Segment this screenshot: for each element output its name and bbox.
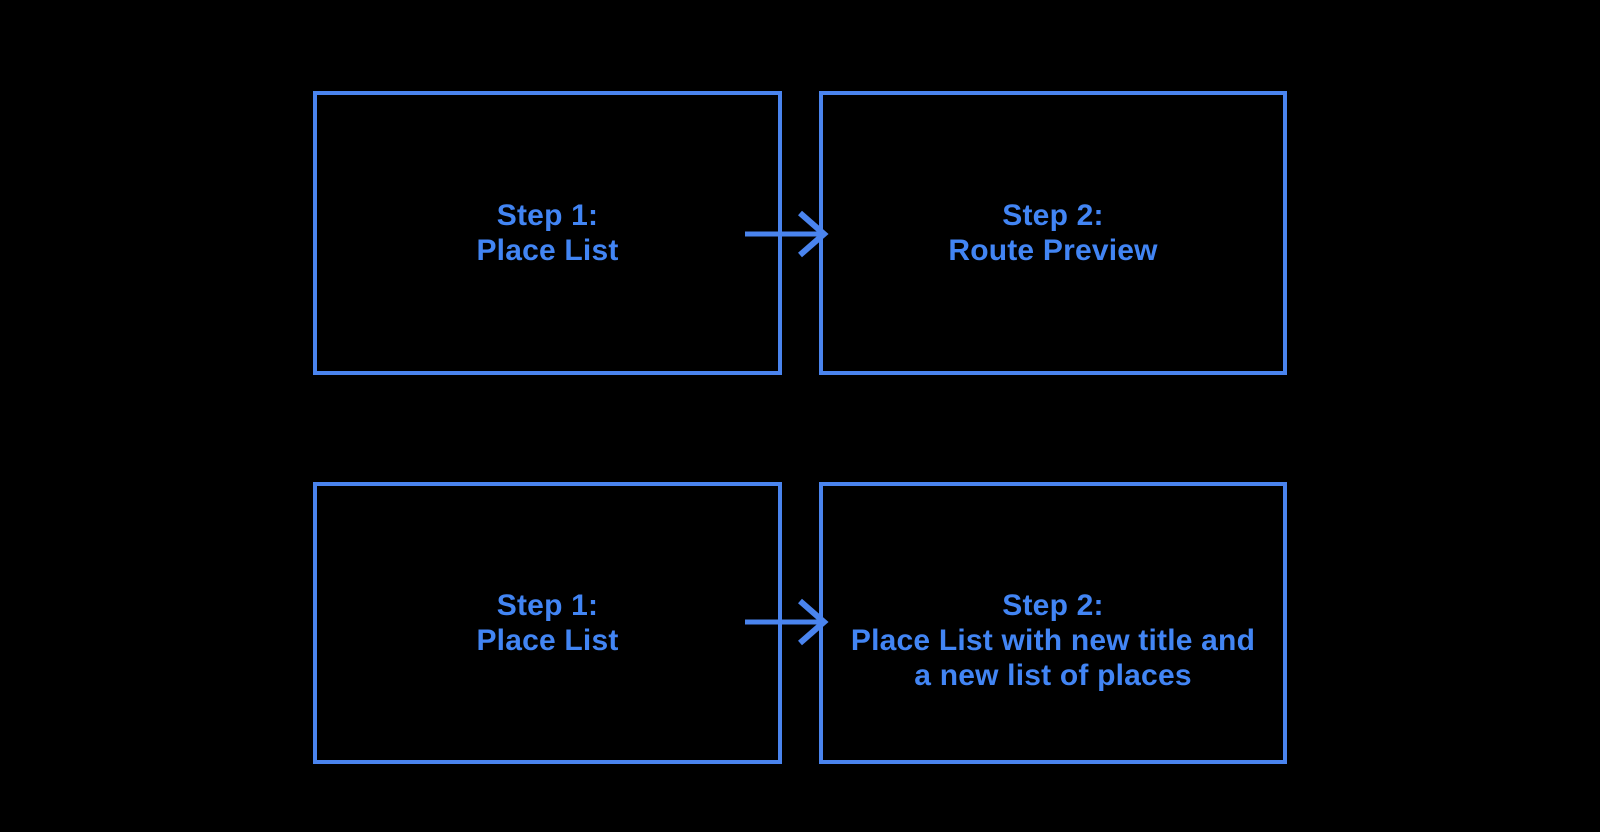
box-label-line: Place List bbox=[476, 234, 619, 267]
flow-arrow-row2 bbox=[740, 597, 840, 647]
box-label: Step 1: Place List bbox=[317, 198, 778, 268]
box-label: Step 2: Place List with new title and a … bbox=[823, 588, 1283, 693]
arrow-right-icon bbox=[745, 210, 829, 258]
box-label-line: Step 1: bbox=[496, 199, 599, 232]
box-label-line: Step 2: bbox=[1002, 199, 1104, 232]
box-label-line: a new list of places bbox=[914, 658, 1192, 692]
box-label-line: Step 1: bbox=[496, 589, 599, 622]
box-label-line: Route Preview bbox=[948, 234, 1158, 267]
box-step2-place-list-new-title: Step 2: Place List with new title and a … bbox=[819, 482, 1287, 764]
box-step2-route-preview: Step 2: Route Preview bbox=[819, 91, 1287, 375]
box-label-line: Place List with new title and bbox=[850, 623, 1256, 657]
box-label-line: Place List bbox=[476, 624, 619, 657]
flow-arrow-row1 bbox=[740, 209, 840, 259]
arrow-right-icon bbox=[745, 598, 829, 646]
box-label: Step 2: Route Preview bbox=[823, 198, 1283, 268]
box-step1-place-list-row1: Step 1: Place List bbox=[313, 91, 782, 375]
box-label: Step 1: Place List bbox=[317, 588, 778, 658]
box-step1-place-list-row2: Step 1: Place List bbox=[313, 482, 782, 764]
box-label-line: Step 2: bbox=[1002, 588, 1104, 622]
